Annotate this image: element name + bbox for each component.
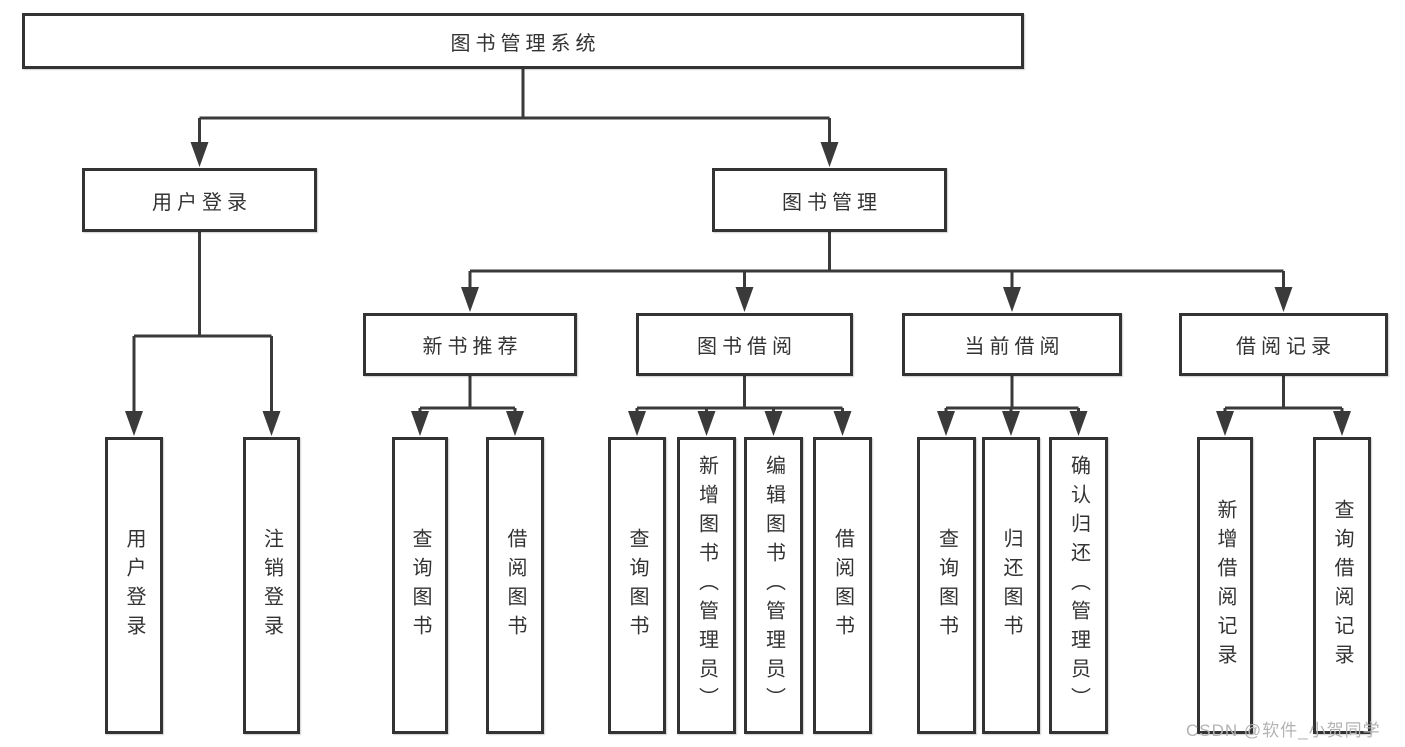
- leaf-add-borrow-record: 新增借阅记录: [1197, 437, 1253, 734]
- node-book-management: 图书管理: [712, 168, 947, 232]
- leaf-add-books-admin-label: 新增图书（管理员）: [695, 455, 718, 716]
- node-user-login-label: 用户登录: [152, 191, 252, 214]
- leaf-borrow-books-2: 借阅图书: [813, 437, 872, 734]
- leaf-return-books-label: 归还图书: [1000, 527, 1022, 644]
- leaf-query-books-3-label: 查询图书: [935, 527, 958, 644]
- leaf-query-books-3: 查询图书: [917, 437, 976, 734]
- node-root-system-label: 图书管理系统: [450, 32, 601, 55]
- leaf-borrow-books-1-label: 借阅图书: [504, 527, 526, 644]
- leaf-edit-books-admin-label: 编辑图书（管理员）: [762, 455, 785, 716]
- node-book-borrow-label: 图书借阅: [697, 336, 797, 358]
- node-new-book-recommend: 新书推荐: [363, 313, 577, 376]
- leaf-logout-label: 注销登录: [260, 527, 283, 644]
- node-current-borrow-label: 当前借阅: [964, 336, 1065, 358]
- node-book-borrow: 图书借阅: [636, 313, 853, 376]
- node-new-book-recommend-label: 新书推荐: [422, 336, 523, 358]
- leaf-add-books-admin: 新增图书（管理员）: [677, 437, 736, 734]
- leaf-logout: 注销登录: [243, 437, 300, 734]
- leaf-confirm-return-admin: 确认归还（管理员）: [1049, 437, 1108, 734]
- csdn-watermark: CSDN @软件_小贺同学: [1186, 721, 1381, 740]
- leaf-query-books-1-label: 查询图书: [409, 527, 431, 644]
- leaf-query-books-2: 查询图书: [608, 437, 666, 734]
- leaf-return-books: 归还图书: [982, 437, 1040, 734]
- leaf-user-login: 用户登录: [105, 437, 163, 734]
- leaf-borrow-books-2-label: 借阅图书: [831, 527, 854, 644]
- node-current-borrow: 当前借阅: [902, 313, 1122, 376]
- node-borrow-records-label: 借阅记录: [1236, 336, 1336, 358]
- leaf-query-books-2-label: 查询图书: [626, 527, 648, 644]
- leaf-query-books-1: 查询图书: [392, 437, 448, 734]
- leaf-add-borrow-record-label: 新增借阅记录: [1214, 498, 1236, 673]
- leaf-borrow-books-1: 借阅图书: [486, 437, 544, 734]
- leaf-query-borrow-record-label: 查询借阅记录: [1331, 498, 1353, 673]
- leaf-confirm-return-admin-label: 确认归还（管理员）: [1067, 455, 1090, 716]
- node-root-system: 图书管理系统: [22, 13, 1024, 69]
- node-book-management-label: 图书管理: [782, 191, 882, 214]
- leaf-edit-books-admin: 编辑图书（管理员）: [744, 437, 803, 734]
- node-user-login: 用户登录: [82, 168, 317, 232]
- leaf-user-login-label: 用户登录: [123, 527, 145, 644]
- node-borrow-records: 借阅记录: [1179, 313, 1388, 376]
- leaf-query-borrow-record: 查询借阅记录: [1313, 437, 1371, 734]
